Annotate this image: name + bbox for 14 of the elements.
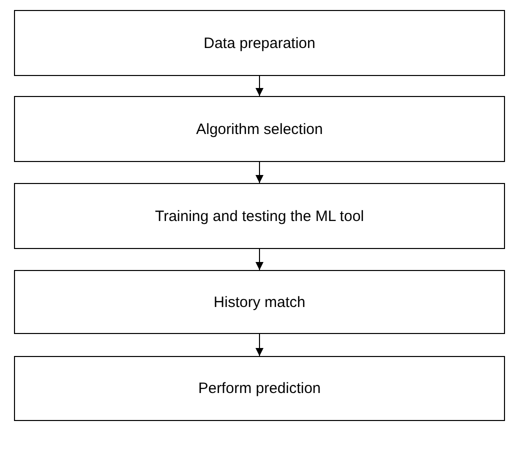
step-label: Data preparation [204,34,316,52]
process-box [14,10,505,76]
arrow [256,76,264,96]
arrow [256,248,264,270]
process-box [14,96,505,162]
arrow [256,334,264,356]
process-box [14,356,505,421]
step-label: History match [214,294,306,310]
process-box [14,183,505,249]
process-box [14,270,505,334]
step-label: Algorithm selection [196,120,323,138]
step-label: Perform prediction [198,380,321,397]
arrow [256,162,264,184]
step-label: Training and testing the ML tool [154,208,364,224]
